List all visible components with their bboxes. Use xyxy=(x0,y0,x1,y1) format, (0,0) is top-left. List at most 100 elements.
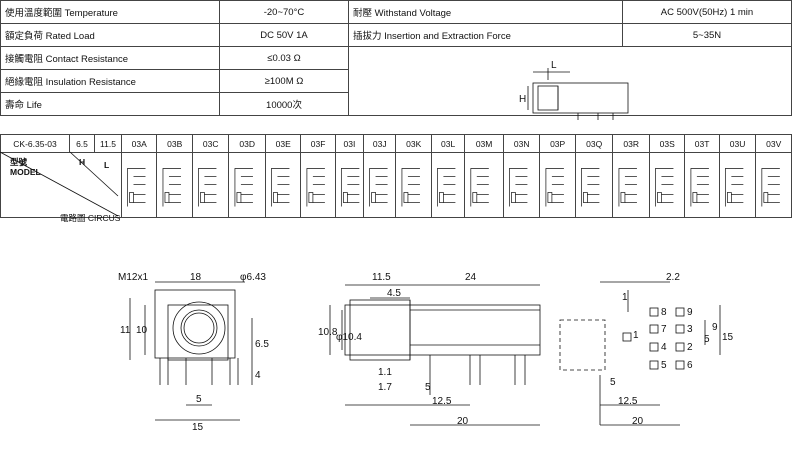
model-code: 03F xyxy=(300,134,336,153)
circuit-cell xyxy=(300,152,336,218)
pcb-dim-15: 15 xyxy=(722,332,734,343)
dim-11b: 1.1 xyxy=(378,367,392,378)
circuit-symbol-part xyxy=(340,168,360,207)
side-view xyxy=(329,284,541,426)
spec-label: 額定負荷 Rated Load xyxy=(0,23,220,47)
dim-m12: M12x1 xyxy=(118,272,148,283)
circuit-symbol-part xyxy=(198,168,217,207)
circuit-symbol-part xyxy=(511,192,516,203)
circuit-symbol-part xyxy=(726,192,732,203)
l-label: L xyxy=(104,160,110,170)
circuit-symbol-part xyxy=(472,192,478,203)
front-view xyxy=(129,281,253,421)
circuit-symbol-part xyxy=(306,168,325,207)
circuit-symbol-part xyxy=(545,168,564,207)
circuit-cell xyxy=(156,152,193,218)
circuit-cell xyxy=(755,152,792,218)
pcb-dim-22: 2.2 xyxy=(666,272,680,283)
dim-5b: 5 xyxy=(425,382,431,393)
spec-value: ≤0.03 Ω xyxy=(219,46,349,70)
circuit-symbol-part xyxy=(509,168,528,207)
pcb-pin: 3 xyxy=(687,324,693,335)
circuit-symbol-part xyxy=(657,192,662,203)
circuit-symbol-part xyxy=(127,168,146,207)
circuit-symbol-part xyxy=(371,192,376,203)
circuit-label: 電路圖 CIRCUS xyxy=(60,213,121,223)
pcb-pin: 1 xyxy=(633,330,639,341)
circuit-symbol-part xyxy=(236,192,242,203)
circuit-cell xyxy=(264,152,302,218)
dim-H: H xyxy=(519,94,526,105)
pcb-pin: 2 xyxy=(687,342,693,353)
circuit-symbol-part xyxy=(437,168,456,207)
dim-5: 5 xyxy=(196,394,202,405)
circuit-cell xyxy=(120,152,158,218)
circuit-symbol-part xyxy=(234,168,253,207)
dim-10: 10 xyxy=(136,325,148,336)
circuit-symbol-part xyxy=(439,192,444,203)
spec-label: 壽命 Life xyxy=(0,92,220,116)
dim-125: 12.5 xyxy=(432,396,452,407)
dim-20: 20 xyxy=(457,416,469,427)
pcb-pin: 6 xyxy=(687,360,693,371)
circuit-symbols xyxy=(127,168,780,207)
pcb-layout xyxy=(559,281,721,426)
pcb-dim-125: 12.5 xyxy=(618,396,638,407)
dim-18: 18 xyxy=(190,272,202,283)
circuit-symbol-part xyxy=(763,192,769,203)
circuit-cell xyxy=(539,152,576,218)
small-drawing-cell xyxy=(348,46,792,116)
circuit-symbol-part xyxy=(162,168,181,207)
dim-L: L xyxy=(551,60,557,71)
dim-phi643: φ6.43 xyxy=(240,272,266,283)
circuit-symbol-part xyxy=(470,168,489,207)
dim-115: 11.5 xyxy=(372,272,391,283)
circuit-symbol-part xyxy=(271,168,290,207)
circuit-symbol-part xyxy=(655,168,674,207)
model-table: CK-6.35-03 6.5 11.5 03A 03B 03C 03D 03E … xyxy=(0,134,792,218)
pcb-pin: 5 xyxy=(661,360,667,371)
circuit-cell xyxy=(395,152,432,218)
dim-108: 10.8 xyxy=(318,327,338,338)
spec-value: 10000次 xyxy=(219,92,349,116)
dim-45: 4.5 xyxy=(387,288,401,299)
pcb-pin: 8 xyxy=(661,307,667,318)
circuit-symbol-part xyxy=(620,192,626,203)
circuit-symbol-part xyxy=(581,168,600,207)
h-label: H xyxy=(79,157,86,167)
dim-65: 6.5 xyxy=(255,339,269,350)
circuit-symbol-part xyxy=(692,192,698,203)
circuit-symbol-part xyxy=(583,192,588,203)
circuit-symbol-part xyxy=(273,192,278,203)
circuit-cell xyxy=(648,152,686,218)
circuit-symbol-part xyxy=(369,168,388,207)
circuit-symbol-part xyxy=(200,192,205,203)
spec-value: ≥100M Ω xyxy=(219,69,349,93)
circuit-symbol-part xyxy=(129,192,134,203)
dim-phi104: φ10.4 xyxy=(336,332,362,343)
circuit-symbol-part xyxy=(342,192,348,203)
circuit-symbol-part xyxy=(308,192,314,203)
dim-11: 11 xyxy=(120,325,131,336)
circuit-symbol-part xyxy=(761,168,780,207)
circuit-cell xyxy=(430,152,466,218)
pcb-pin: 7 xyxy=(661,324,667,335)
pcb-dim-5: 5 xyxy=(704,334,710,345)
spec-value: DC 50V 1A xyxy=(219,23,349,47)
circuit-symbol-part xyxy=(724,168,744,207)
pcb-pin: 9 xyxy=(687,307,693,318)
dim-15: 15 xyxy=(192,422,204,433)
dim-17: 1.7 xyxy=(378,382,392,393)
circuit-symbol-part xyxy=(547,192,553,203)
spec-table: 使用溫度範圍 Temperature -20~70°C 耐壓 Withstand… xyxy=(0,0,792,116)
pcb-dim-1: 1 xyxy=(622,292,628,303)
small-side-drawing xyxy=(527,68,629,120)
pcb-pin: 4 xyxy=(661,342,667,353)
dim-24: 24 xyxy=(465,272,477,283)
circuit-cell xyxy=(363,152,397,218)
circuit-symbol-part xyxy=(164,192,170,203)
pcb-dim-5b: 5 xyxy=(610,377,616,388)
pcb-dim-9: 9 xyxy=(712,322,718,333)
pcb-dim-20: 20 xyxy=(632,416,644,427)
dim-4: 4 xyxy=(255,370,261,381)
